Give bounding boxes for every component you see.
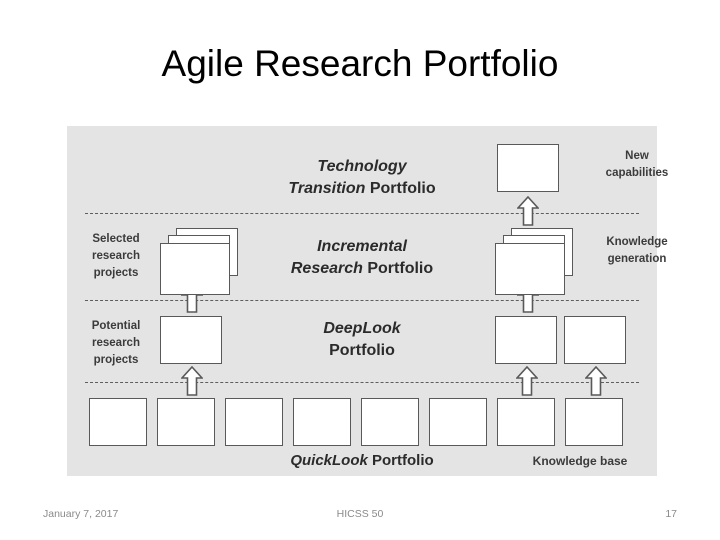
footer-date: January 7, 2017 [43,508,119,520]
divider-transition-incremental [85,213,639,214]
label-knowledge-generation-line1: Knowledge [606,236,668,248]
arrow-quicklook-to-deeplook-1 [181,366,203,396]
quicklook-label-italic: QuickLook [290,452,368,469]
label-knowledge-generation: Knowledge generation [585,234,689,268]
arrow-quicklook-to-deeplook-2 [516,366,538,396]
portfolio-label-line2-plain: Portfolio [329,342,395,359]
portfolio-label-line2-plain: Portfolio [369,180,436,197]
slide-footer: January 7, 2017 HICSS 50 17 [0,508,720,528]
label-potential-line1: Potential [91,320,141,332]
incremental-stack-right[interactable] [495,228,575,298]
portfolio-label-technology-transition: Technology Transition Portfolio [232,156,492,200]
deeplook-box-1[interactable] [160,316,222,364]
portfolio-label-line1: DeepLook [323,320,401,337]
quicklook-box-1[interactable] [89,398,147,446]
label-new-capabilities-line2: capabilities [605,167,669,179]
label-new-capabilities-line1: New [625,150,649,162]
quicklook-box-4[interactable] [293,398,351,446]
incremental-stack-left[interactable] [160,228,240,298]
quicklook-box-5[interactable] [361,398,419,446]
quicklook-box-8[interactable] [565,398,623,446]
portfolio-label-quicklook: QuickLook Portfolio [217,452,507,469]
portfolio-label-incremental-research: Incremental Research Portfolio [232,236,492,280]
label-potential-research-projects: Potential research projects [75,318,157,369]
portfolio-label-line1: Technology [317,158,407,175]
label-selected-line1: Selected [92,233,140,245]
label-knowledge-base: Knowledge base [532,454,628,468]
label-knowledge-generation-line2: generation [607,253,667,265]
portfolio-label-line2-italic: Transition [288,180,366,197]
quicklook-label-plain: Portfolio [372,452,434,469]
stack-sheet-front [495,243,565,295]
stack-sheet-front [160,243,230,295]
arrow-quicklook-to-deeplook-3 [585,366,607,396]
portfolio-label-deeplook: DeepLook Portfolio [242,318,482,362]
deeplook-box-2[interactable] [495,316,557,364]
label-selected-line2: research [92,250,140,262]
divider-deeplook-quicklook [85,382,639,383]
label-selected-research-projects: Selected research projects [75,231,157,282]
diagram-panel: Technology Transition Portfolio New capa… [67,126,668,476]
portfolio-label-line1: Incremental [317,238,407,255]
transition-box[interactable] [497,144,559,192]
quicklook-box-6[interactable] [429,398,487,446]
label-new-capabilities: New capabilities [587,148,687,182]
portfolio-label-line2-plain: Portfolio [367,260,434,277]
label-potential-line3: projects [93,354,139,366]
page-title: Agile Research Portfolio [161,43,559,84]
label-potential-line2: research [92,337,140,349]
quicklook-box-3[interactable] [225,398,283,446]
portfolio-label-line2-italic: Research [290,260,363,277]
footer-conference: HICSS 50 [336,508,384,520]
divider-incremental-deeplook [85,300,639,301]
label-selected-line3: projects [93,267,139,279]
quicklook-box-7[interactable] [497,398,555,446]
arrow-incremental-to-transition [517,196,539,226]
footer-page-number: 17 [665,508,677,520]
deeplook-box-3[interactable] [564,316,626,364]
quicklook-box-2[interactable] [157,398,215,446]
